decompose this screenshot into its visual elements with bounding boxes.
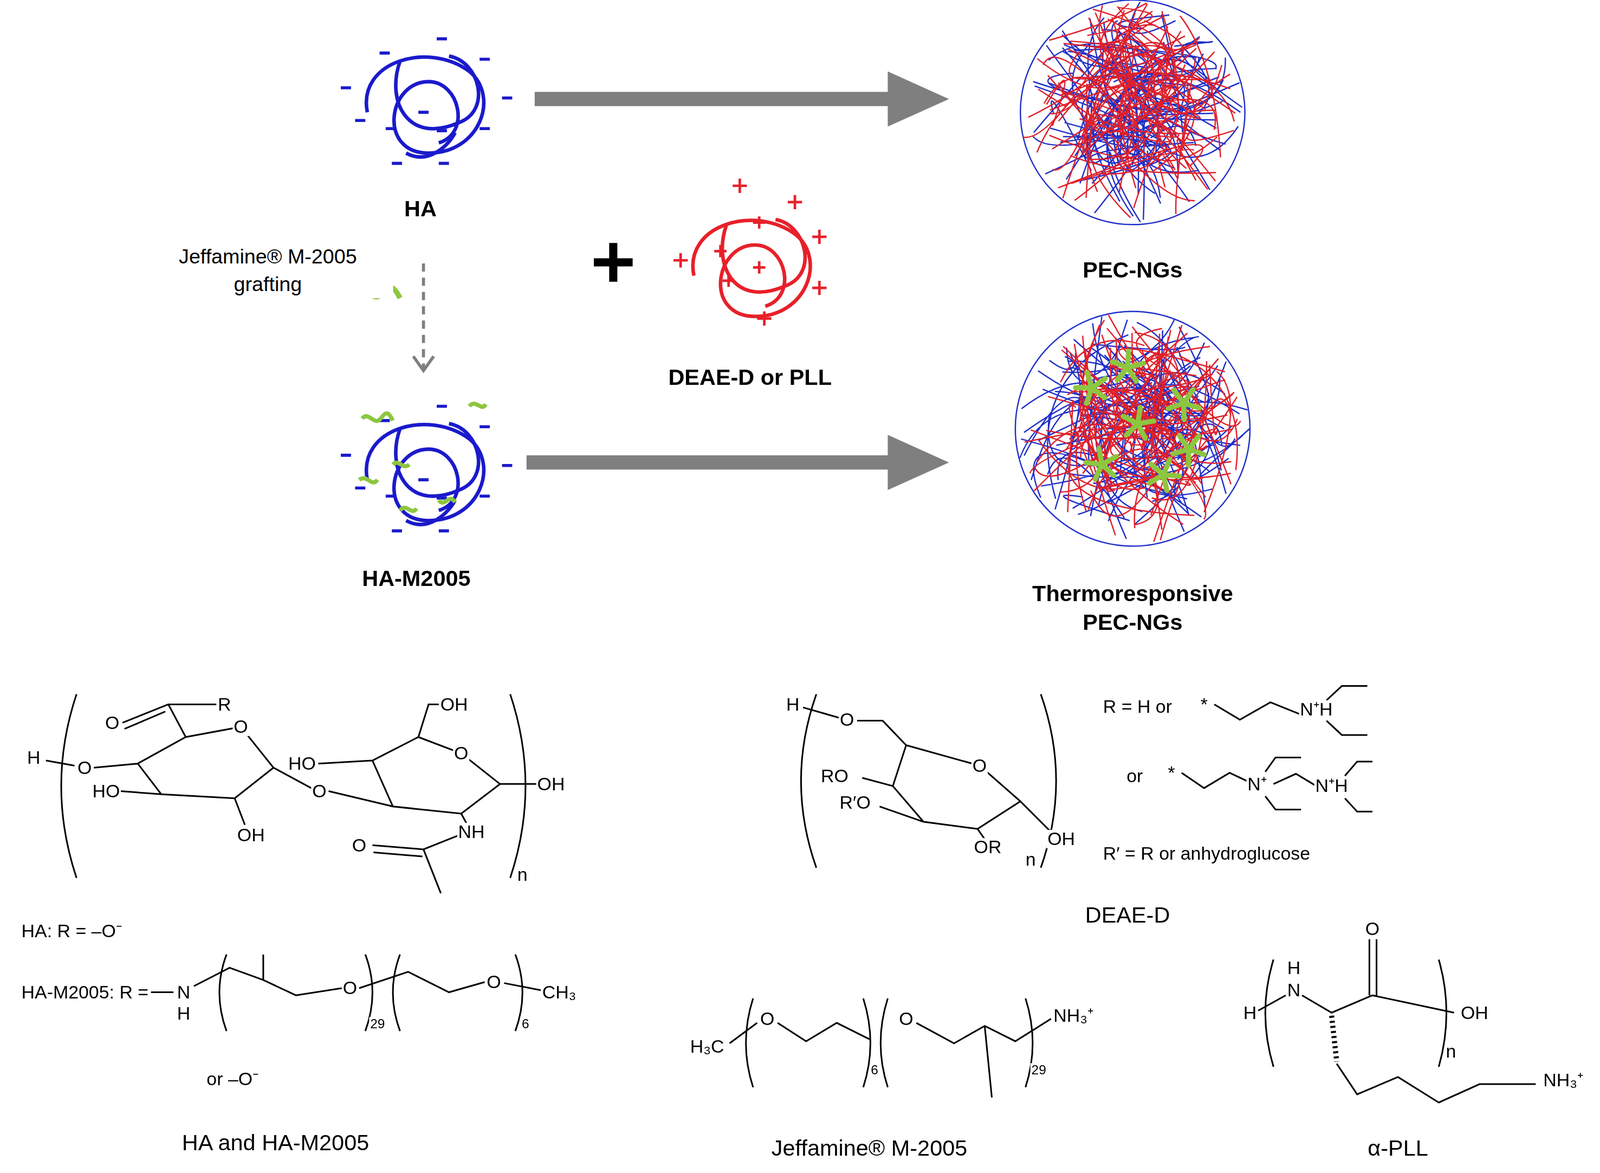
thermo-pec-ng-node: Thermoresponsive PEC-NGs <box>948 321 1317 638</box>
atom-label: N <box>1286 980 1302 1000</box>
polymer-strands <box>1015 311 1250 546</box>
atom-label: or –O⁻ <box>205 1069 260 1088</box>
atom-label: NH₃⁺ <box>1052 1006 1095 1025</box>
atom-label: R = H or <box>1102 696 1174 716</box>
atom-label: n <box>1024 850 1038 869</box>
atom-label: HO <box>287 754 317 773</box>
atom-label: R′ = R or anhydroglucose <box>1102 843 1312 863</box>
atom-label: HO <box>91 781 122 801</box>
atom-label: O <box>759 1009 776 1028</box>
atom-label: O <box>311 781 328 801</box>
atom-label: R′O <box>838 792 872 812</box>
node-label: DEAE-D or PLL <box>668 363 832 393</box>
atom-label: O <box>971 756 988 775</box>
atom-label: * <box>1167 763 1177 782</box>
structure-caption: DEAE-D <box>1084 904 1171 927</box>
atom-label: 6 <box>520 1016 530 1031</box>
atom-label: R <box>216 695 232 714</box>
atom-label: H₃C <box>689 1036 726 1055</box>
node-label: HA <box>404 195 437 225</box>
polycation-coil <box>673 178 827 326</box>
atom-label: CH₃ <box>541 982 578 1002</box>
atom-label: H <box>176 1003 192 1023</box>
ha-node: HA <box>306 30 535 225</box>
atom-label: OH <box>439 695 470 714</box>
atom-label: OH <box>1459 1002 1490 1022</box>
atom-label: n <box>1445 1041 1458 1061</box>
atom-label: or <box>1125 766 1144 785</box>
atom-label: O <box>232 717 249 736</box>
reaction-arrow <box>413 263 434 371</box>
atom-label: H <box>1286 957 1302 977</box>
atom-label: O <box>452 743 470 763</box>
atom-label: H <box>785 695 801 714</box>
grafted-chains <box>359 403 487 511</box>
reaction-arrow <box>526 434 950 490</box>
atom-label: N <box>176 982 192 1002</box>
nanogel-spheres <box>1015 0 1250 547</box>
atom-label: H <box>1242 1002 1258 1022</box>
atom-label: 29 <box>1030 1062 1048 1076</box>
node-label: Thermoresponsive PEC-NGs <box>1005 579 1261 638</box>
atom-label: OH <box>236 825 267 845</box>
atom-label: H <box>26 747 42 767</box>
structure-caption: HA and HA-M2005 <box>180 1131 371 1155</box>
atom-label: * <box>1199 695 1209 714</box>
ha-m2005-coil <box>340 406 513 531</box>
node-label: PEC-NGs <box>1082 256 1183 286</box>
atom-label: RO <box>819 766 850 785</box>
atom-label: NH₃⁺ <box>1542 1070 1585 1090</box>
atom-label: NH <box>457 822 487 841</box>
atom-label: O <box>838 710 855 729</box>
atom-label: O <box>1364 919 1381 938</box>
atom-label: N⁺ <box>1246 774 1268 793</box>
polycation-node: DEAE-D or PLL <box>627 173 873 393</box>
atom-label: OH <box>1046 829 1077 848</box>
polymer-strands <box>1024 3 1236 218</box>
chemical-structures <box>46 685 1537 1103</box>
structure-caption: Jeffamine® M-2005 <box>770 1136 969 1159</box>
edge-label: Jeffamine® M-2005 grafting <box>143 242 393 299</box>
pec-ng-node: PEC-NGs <box>948 0 1317 286</box>
atom-label: n <box>516 865 529 884</box>
atom-label: OH <box>536 774 567 793</box>
atom-label: N⁺H <box>1314 776 1350 795</box>
atom-label: OR <box>973 837 1003 857</box>
atom-label: O <box>351 835 368 854</box>
atom-label: O <box>76 758 93 777</box>
atom-label: O <box>104 713 121 732</box>
atom-label: N⁺H <box>1298 700 1334 719</box>
ha-m2005-node: HA-M2005 <box>306 392 527 594</box>
atom-label: HA: R = –O⁻ <box>20 921 123 941</box>
node-label: HA-M2005 <box>361 564 471 594</box>
atom-label: O <box>485 972 502 991</box>
polymer-strands <box>1024 314 1241 542</box>
structure-caption: α-PLL <box>1366 1136 1429 1159</box>
atom-label: O <box>341 978 359 997</box>
atom-label: 29 <box>368 1016 386 1031</box>
atom-label: O <box>897 1009 915 1028</box>
ha-coil <box>340 39 513 164</box>
atom-label: 6 <box>869 1062 879 1076</box>
thermoresponsive-domains <box>1075 351 1204 491</box>
reaction-arrow <box>534 71 950 127</box>
plus-sign <box>593 242 633 282</box>
polymer-strands <box>1020 0 1245 225</box>
atom-label: HA-M2005: R = <box>20 982 150 1002</box>
